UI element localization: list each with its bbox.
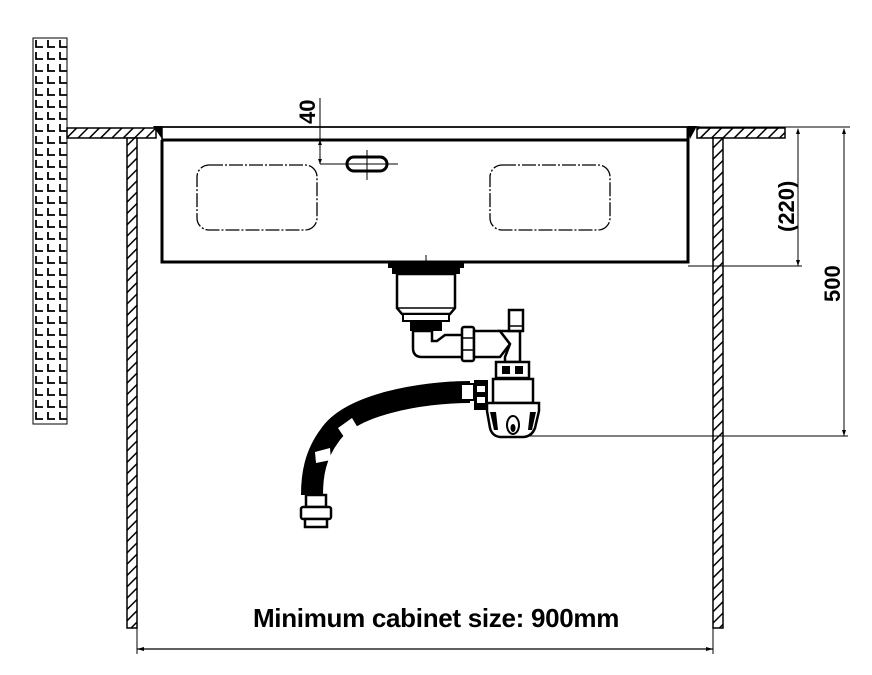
worktop-left	[66, 127, 157, 139]
cabinet-side-left	[126, 137, 138, 629]
worktop-right	[696, 127, 786, 139]
hose-connector	[299, 493, 333, 529]
wall	[32, 37, 68, 425]
overflow-slot	[320, 150, 398, 180]
cabinet-side-right	[712, 137, 724, 629]
dimension-220: (220)	[688, 126, 805, 267]
sink-body	[156, 126, 700, 264]
worktop-edge-right	[688, 126, 697, 139]
dimension-500-label: 500	[820, 265, 845, 302]
dimension-40: 40	[295, 98, 322, 164]
basket-strainer-waste	[388, 255, 464, 331]
flexible-hose	[301, 380, 488, 496]
overflow-elbow-pipe	[411, 308, 525, 364]
bottle-trap	[485, 360, 541, 439]
dimension-500: 500	[530, 126, 850, 437]
dimension-cabinet-width	[136, 628, 714, 654]
worktop-edge-left	[153, 126, 162, 139]
bowl-outline-left	[196, 164, 318, 231]
cabinet-size-caption: Minimum cabinet size: 900mm	[252, 603, 620, 633]
dimension-220-label: (220)	[774, 181, 799, 232]
bowl-outline-right	[489, 164, 611, 231]
dimension-40-label: 40	[295, 100, 320, 124]
